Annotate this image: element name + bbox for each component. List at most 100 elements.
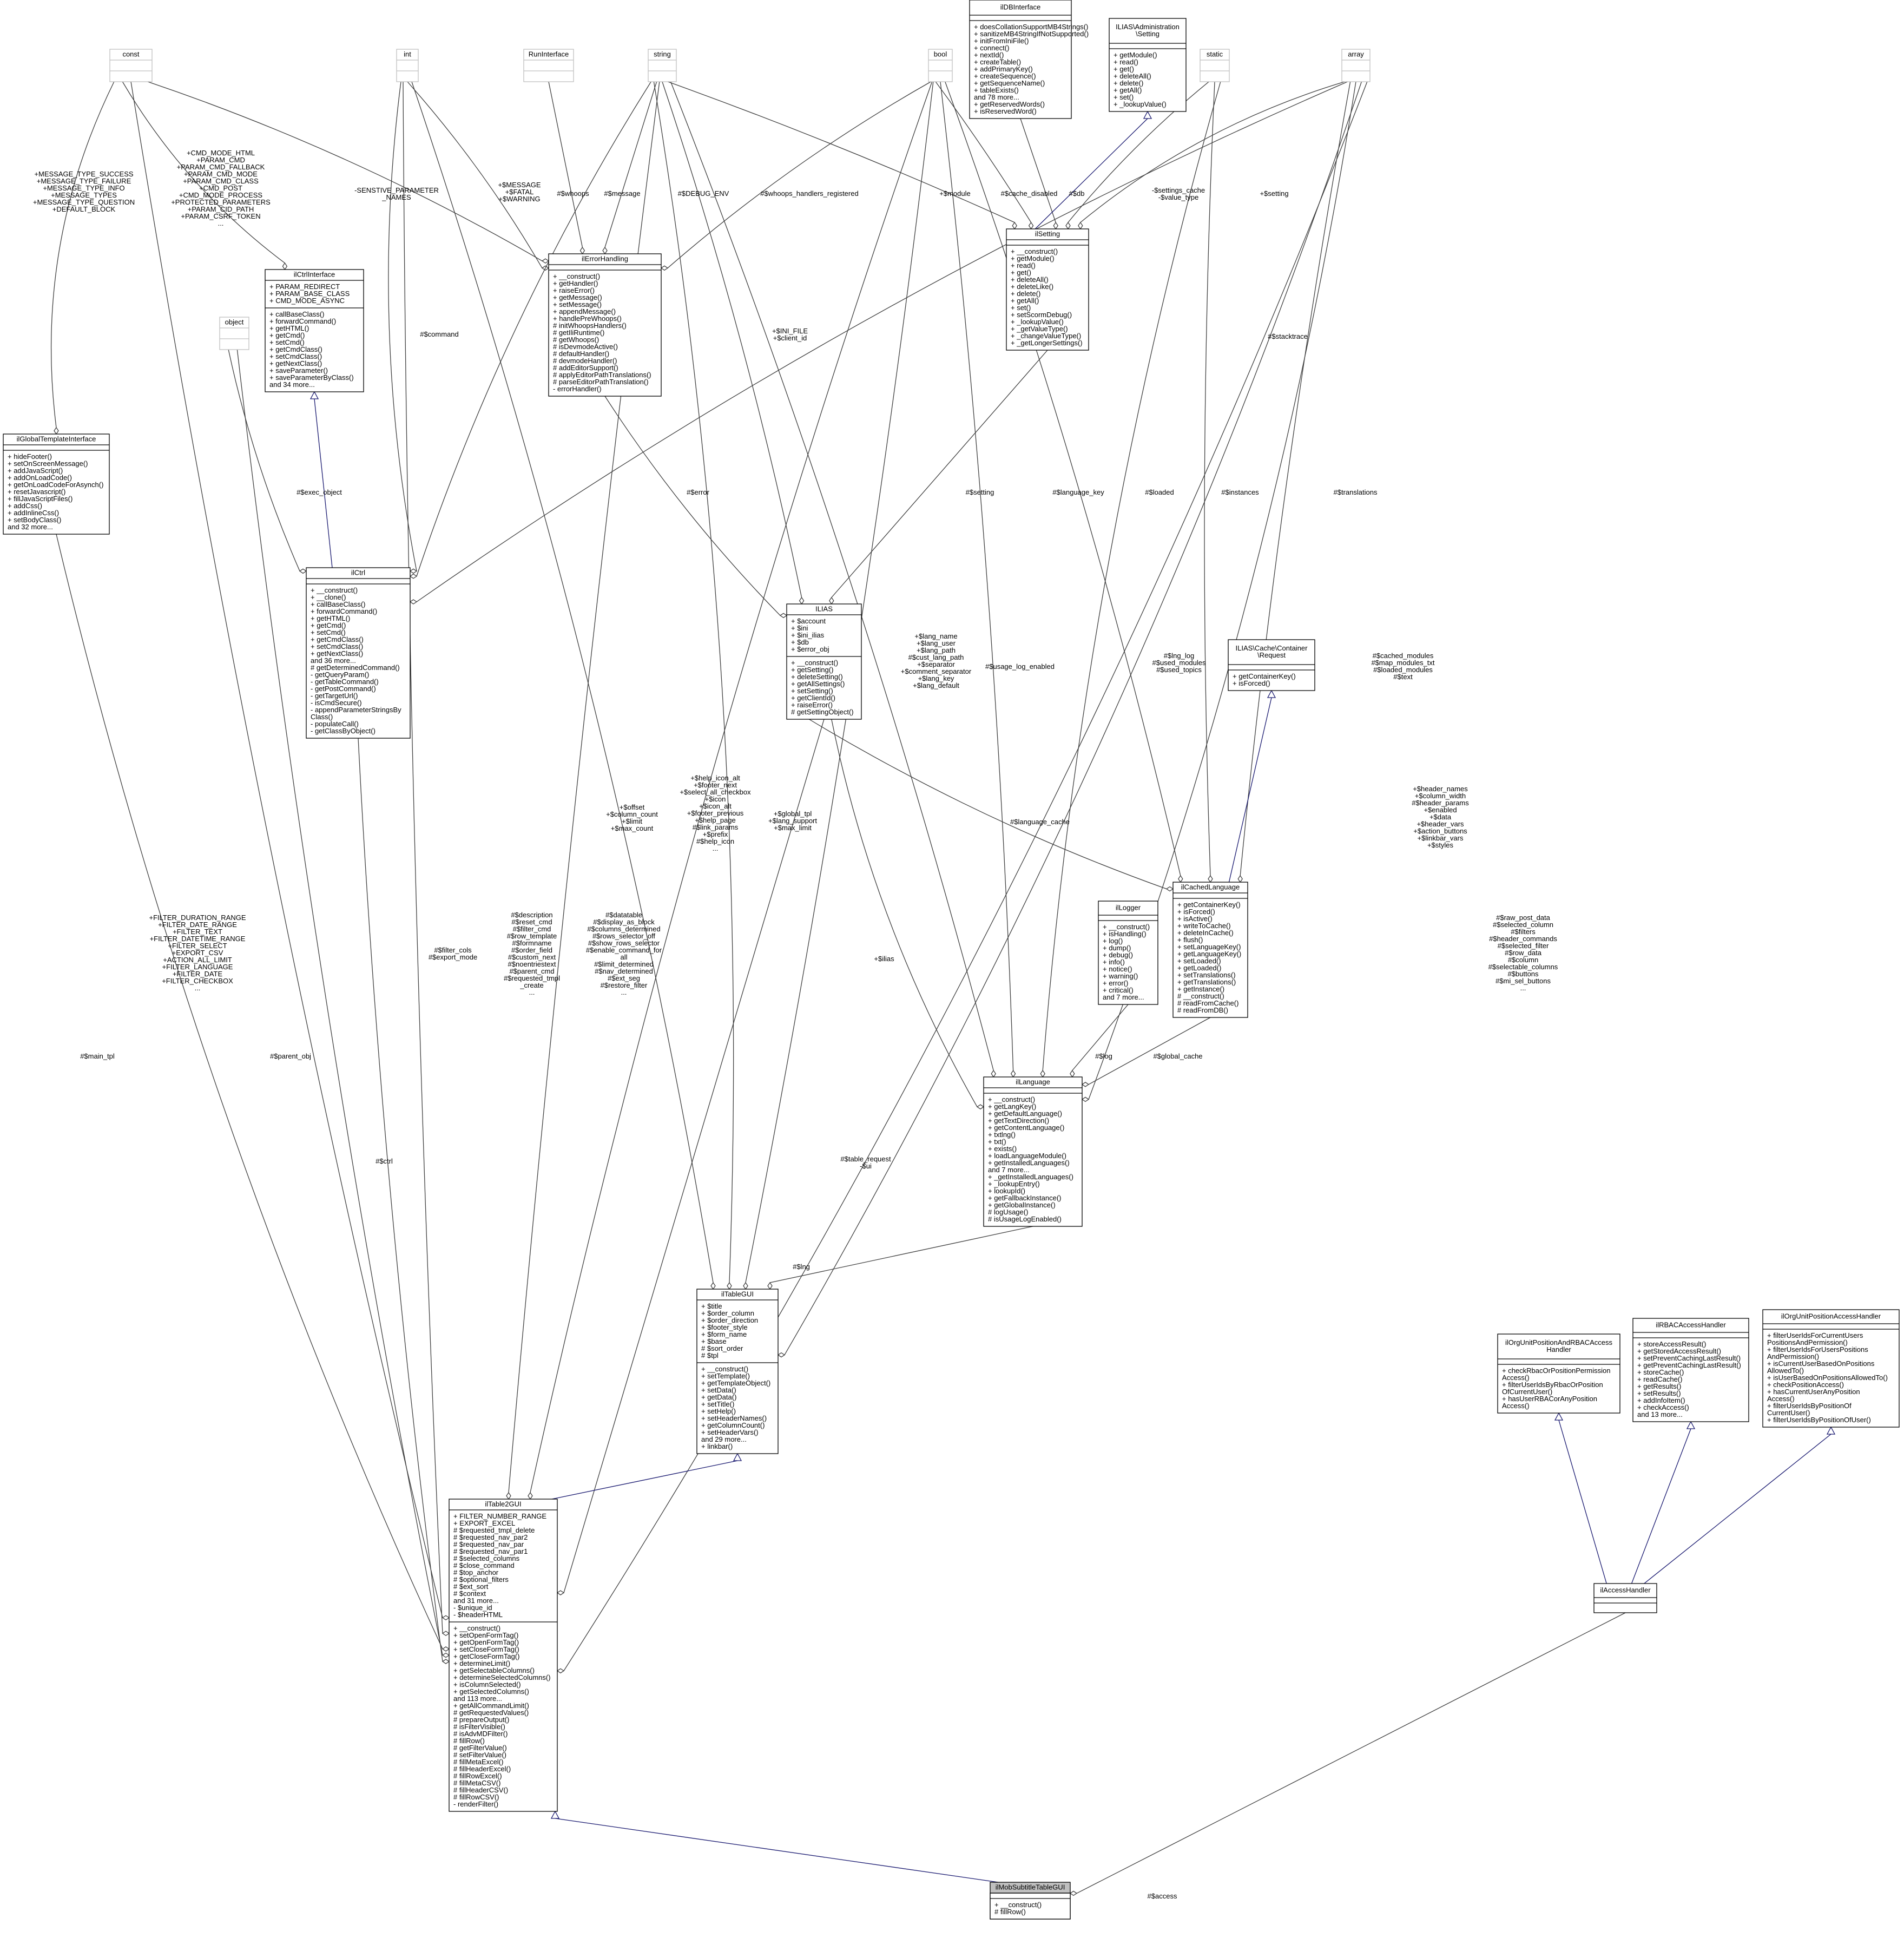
edge-label-line: #$log (1095, 1052, 1112, 1060)
edge-label-line: +EXPORT_CSV (172, 949, 223, 957)
edge-label-line: #$filter_cmd (513, 925, 551, 933)
class-name: ILIAS (815, 605, 833, 613)
class-method: + lookupId() (988, 1187, 1025, 1195)
class-method: + getLangKey() (988, 1102, 1036, 1111)
class-method: + checkRbacOrPositionPermission (1502, 1367, 1611, 1375)
class-method: + saveParameter() (269, 366, 328, 375)
edge-label: #$description#$reset_cmd#$filter_cmd#$ro… (504, 911, 560, 996)
association-edge (809, 719, 1167, 890)
edge-label: #$access (1148, 1892, 1177, 1900)
class-method: + setResults() (1637, 1389, 1681, 1397)
composition-diamond (442, 1659, 450, 1664)
class-method: Access() (1502, 1374, 1530, 1382)
edge-label: +$offset+$column_count+$limit+$max_count (606, 803, 658, 832)
edge-label-line: #$header_params (1412, 799, 1469, 807)
class-method: # getRequestedValues() (453, 1709, 529, 1717)
edge-label-line: ... (713, 844, 719, 852)
edge-label-line: #$order_field (511, 946, 552, 954)
edge-label: #$usage_log_enabled (985, 662, 1055, 671)
edge-label: #$message (604, 189, 640, 198)
class-method: + addJavaScript() (8, 467, 63, 475)
class-box-dbiface (969, 0, 1072, 119)
edge-label-line: +$lang_user (917, 639, 956, 647)
composition-diamond (1237, 875, 1243, 883)
composition-diamond (660, 265, 669, 271)
edge-label-line: #$header_commands (1489, 935, 1557, 943)
class-method: + getSequenceName() (974, 79, 1045, 87)
edge-label-line: +FILTER_SELECT (168, 942, 227, 950)
edge-label: #$whoops_handlers_registered (760, 189, 858, 198)
edge-label-line: #$translations (1334, 488, 1378, 496)
class-method: + setBodyClass() (8, 516, 61, 524)
class-rbacaccess: ilRBACAccessHandler+ storeAccessResult()… (1632, 1318, 1749, 1422)
class-method: + __construct() (791, 659, 838, 667)
class-cachedlang: ilCachedLanguage+ getContainerKey()+ isF… (1172, 882, 1248, 1018)
inheritance-arrowhead (733, 1453, 742, 1461)
edge-label: #$language_cache (1010, 818, 1070, 826)
edge-label: +$setting (1260, 189, 1288, 198)
edge-label-line: #$restore_filter (601, 981, 648, 989)
class-method: # getWhoops() (553, 336, 599, 344)
edge-label-line: +$enabled (1424, 806, 1457, 814)
class-method: + getLanguageKey() (1177, 950, 1241, 958)
class-method: + raiseError() (791, 701, 833, 709)
edge-label-line: +$icon (705, 795, 726, 803)
class-method: + setHelp() (701, 1407, 736, 1415)
class-method: + callBaseClass() (311, 600, 366, 608)
class-method: + isForced() (1233, 679, 1270, 687)
class-method: # initWhoopsHandlers() (553, 321, 627, 330)
class-attribute: - $unique_id (453, 1604, 492, 1612)
class-method: # isAdvMDFilter() (453, 1730, 508, 1738)
edge-label: #$ctrl (375, 1157, 393, 1165)
class-box-ilsetting (1006, 228, 1089, 351)
class-method: + _lookupValue() (1114, 100, 1167, 108)
class-method: + writeToCache() (1177, 922, 1231, 930)
class-method: + hasUserRBACorAnyPosition (1502, 1395, 1597, 1403)
composition-diamond (710, 1282, 716, 1290)
class-method: # prepareOutput() (453, 1716, 509, 1724)
edge-label-line: #$message (604, 189, 640, 198)
class-method: + setTitle() (701, 1400, 734, 1408)
class-array: array (1341, 49, 1371, 82)
edge-label-line: #$cache_disabled (1001, 189, 1058, 198)
class-method: # defaultHandler() (553, 350, 609, 358)
edge-label-line: #$used_topics (1156, 666, 1202, 674)
inheritance-arrowhead (1686, 1421, 1696, 1429)
class-method: # readFromCache() (1177, 999, 1238, 1007)
class-method: + addPrimaryKey() (974, 65, 1033, 73)
class-method: - getTableCommand() (311, 678, 379, 686)
class-method: # fillHeaderExcel() (453, 1765, 511, 1773)
class-method: and 78 more... (974, 93, 1019, 101)
edge-label-line: -$value_type (1158, 193, 1198, 201)
inheritance-arrowhead (1267, 689, 1276, 698)
class-method: + filterUserIdsForCurrentUsers (1767, 1331, 1863, 1339)
class-attribute: + $order_direction (701, 1316, 758, 1324)
edge-label-line: #$reset_cmd (511, 918, 552, 926)
class-attribute: + $title (701, 1302, 722, 1310)
class-method: + getHandler() (553, 279, 598, 287)
class-method: + setData() (701, 1386, 736, 1394)
edge-label-line: +MESSAGE_TYPE_SUCCESS (34, 170, 133, 178)
class-box-tablegui (696, 1289, 779, 1454)
inheritance-edge (1644, 1434, 1831, 1584)
class-method: # parseEditorPathTranslation() (553, 378, 649, 386)
class-method: + callBaseClass() (269, 310, 325, 318)
edge-label: #$main_tpl (80, 1052, 115, 1060)
association-edge (1042, 81, 1221, 1071)
edge-label-line: +$WARNING (498, 195, 540, 203)
association-edge (530, 81, 933, 1493)
class-attribute: + $footer_style (701, 1323, 748, 1331)
class-method: + getReservedWords() (974, 100, 1045, 108)
composition-diamond (506, 1492, 511, 1500)
class-method: and 29 more... (701, 1435, 747, 1443)
class-method: + handlePreWhoops() (553, 314, 622, 323)
class-dbiface: ilDBInterface+ doesCollationSupportMB4St… (969, 0, 1089, 119)
class-ilctrl: ilCtrl+ __construct()+ __clone()+ callBa… (306, 567, 411, 739)
class-name: ilCtrl (351, 569, 365, 577)
class-name: ilTableGUI (721, 1290, 754, 1298)
inheritance-edge (551, 1460, 738, 1500)
edge-label-line: +$action_buttons (1413, 827, 1467, 835)
edge-label-line: #$show_rows_selector (588, 939, 660, 947)
edge-label-line: #$rows_selector_off (592, 932, 655, 940)
association-edges (50, 81, 1836, 1896)
